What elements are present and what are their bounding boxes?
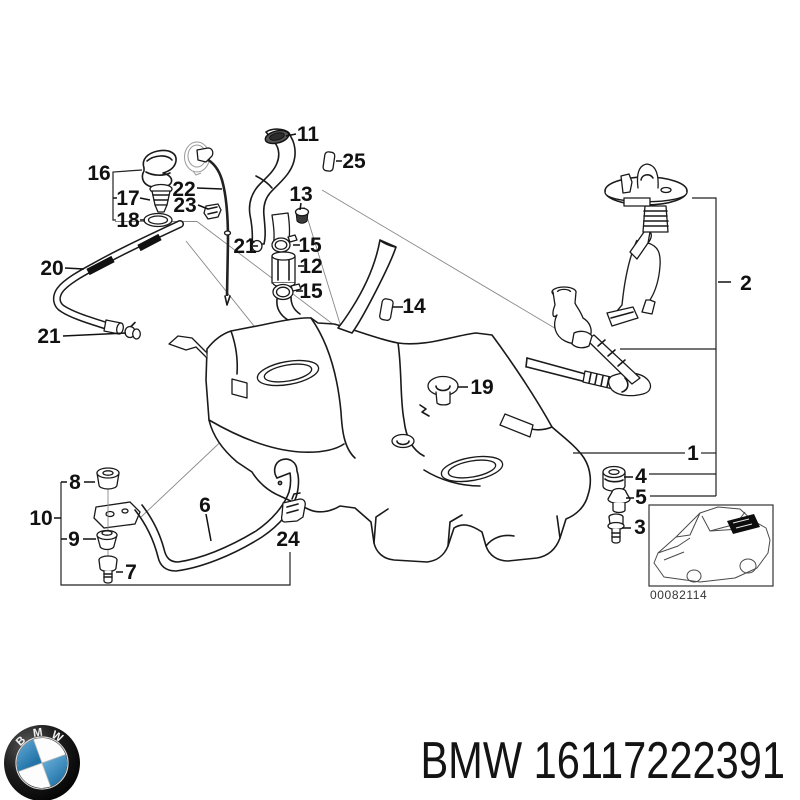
seal-ring-18: [143, 212, 173, 228]
strap-hardware: [96, 467, 120, 584]
part-number: BMW 16117222391: [420, 731, 785, 790]
callout-4: 4: [635, 465, 647, 488]
callout-1: 1: [687, 442, 699, 465]
leader-lines: [54, 133, 731, 586]
pad-25: [322, 151, 336, 172]
filler-pipe: [337, 239, 397, 334]
tank-pump-opening: [440, 455, 504, 483]
hose-clamp-15-lower: [272, 283, 302, 321]
tank-location-highlight: [727, 514, 760, 534]
callout-14: 14: [402, 295, 426, 318]
connector-hose-12: [271, 251, 296, 288]
bolt-3: [607, 513, 625, 544]
callout-11: 11: [297, 123, 320, 146]
fuel-cap-16: [141, 149, 177, 189]
callout-17: 17: [116, 187, 139, 210]
filler-hose-11: [248, 128, 296, 247]
tank-sender-opening: [256, 359, 320, 387]
callout-6: 6: [199, 494, 211, 517]
spacer-5: [607, 487, 631, 514]
callout-8: 8: [69, 471, 81, 494]
filler-neck-17: [149, 183, 173, 213]
logo-quadrants: [17, 738, 67, 788]
tank-strap-6: [93, 458, 300, 572]
callout-21-lower: 21: [37, 325, 61, 348]
callout-20: 20: [40, 257, 63, 280]
tank-mount-hardware: [602, 465, 631, 544]
logo-letter-m: M: [32, 727, 43, 740]
callout-24: 24: [276, 528, 300, 551]
inset-code: 00082114: [650, 588, 707, 602]
hose-clamp-21-lower: [124, 321, 141, 340]
washer-nut-9: [96, 529, 118, 551]
filler-cap-cluster: [141, 141, 210, 228]
pad-14: [379, 298, 394, 321]
callouts: 11 25 16 22 23 13 17 18 21 15 12 15 20 2…: [29, 123, 752, 584]
callout-15-upper: 15: [298, 234, 322, 257]
callout-2: 2: [740, 272, 752, 295]
callout-22: 22: [172, 178, 195, 201]
plug-19: [427, 375, 459, 406]
callout-23: 23: [173, 194, 196, 217]
car-outline: [653, 506, 771, 583]
callout-18: 18: [116, 209, 140, 232]
vent-hose-20: [52, 220, 184, 340]
bmw-logo: B M W: [4, 725, 80, 800]
callout-12: 12: [299, 255, 322, 278]
nut-13: [294, 207, 310, 224]
hose-clamp-21-upper: [249, 238, 263, 253]
projection-lines: [115, 189, 559, 518]
callout-16: 16: [87, 162, 110, 185]
callout-21-upper: 21: [233, 235, 257, 258]
part-number-text: BMW 16117222391: [420, 731, 785, 790]
clamp-24: [280, 492, 306, 523]
logo-letter-w: W: [49, 729, 65, 745]
fuel-pump-assembly: [525, 163, 688, 397]
hose-clamp-15-upper: [271, 234, 298, 253]
fuel-tank: [168, 317, 592, 563]
callout-10: 10: [29, 507, 52, 530]
callout-7: 7: [125, 561, 137, 584]
car-inset: 00082114: [648, 504, 774, 602]
pipe-clip-23: [203, 203, 222, 220]
callout-3: 3: [634, 516, 646, 539]
callout-19: 19: [470, 376, 493, 399]
callout-5: 5: [635, 486, 647, 509]
bolt-7: [98, 555, 118, 584]
callout-13: 13: [289, 183, 312, 206]
callout-9: 9: [68, 528, 80, 551]
callout-25: 25: [342, 150, 366, 173]
grommet-4: [602, 465, 626, 492]
grommet-8: [96, 467, 120, 490]
vent-pipe-22: [196, 147, 232, 306]
callout-15-lower: 15: [299, 280, 323, 303]
